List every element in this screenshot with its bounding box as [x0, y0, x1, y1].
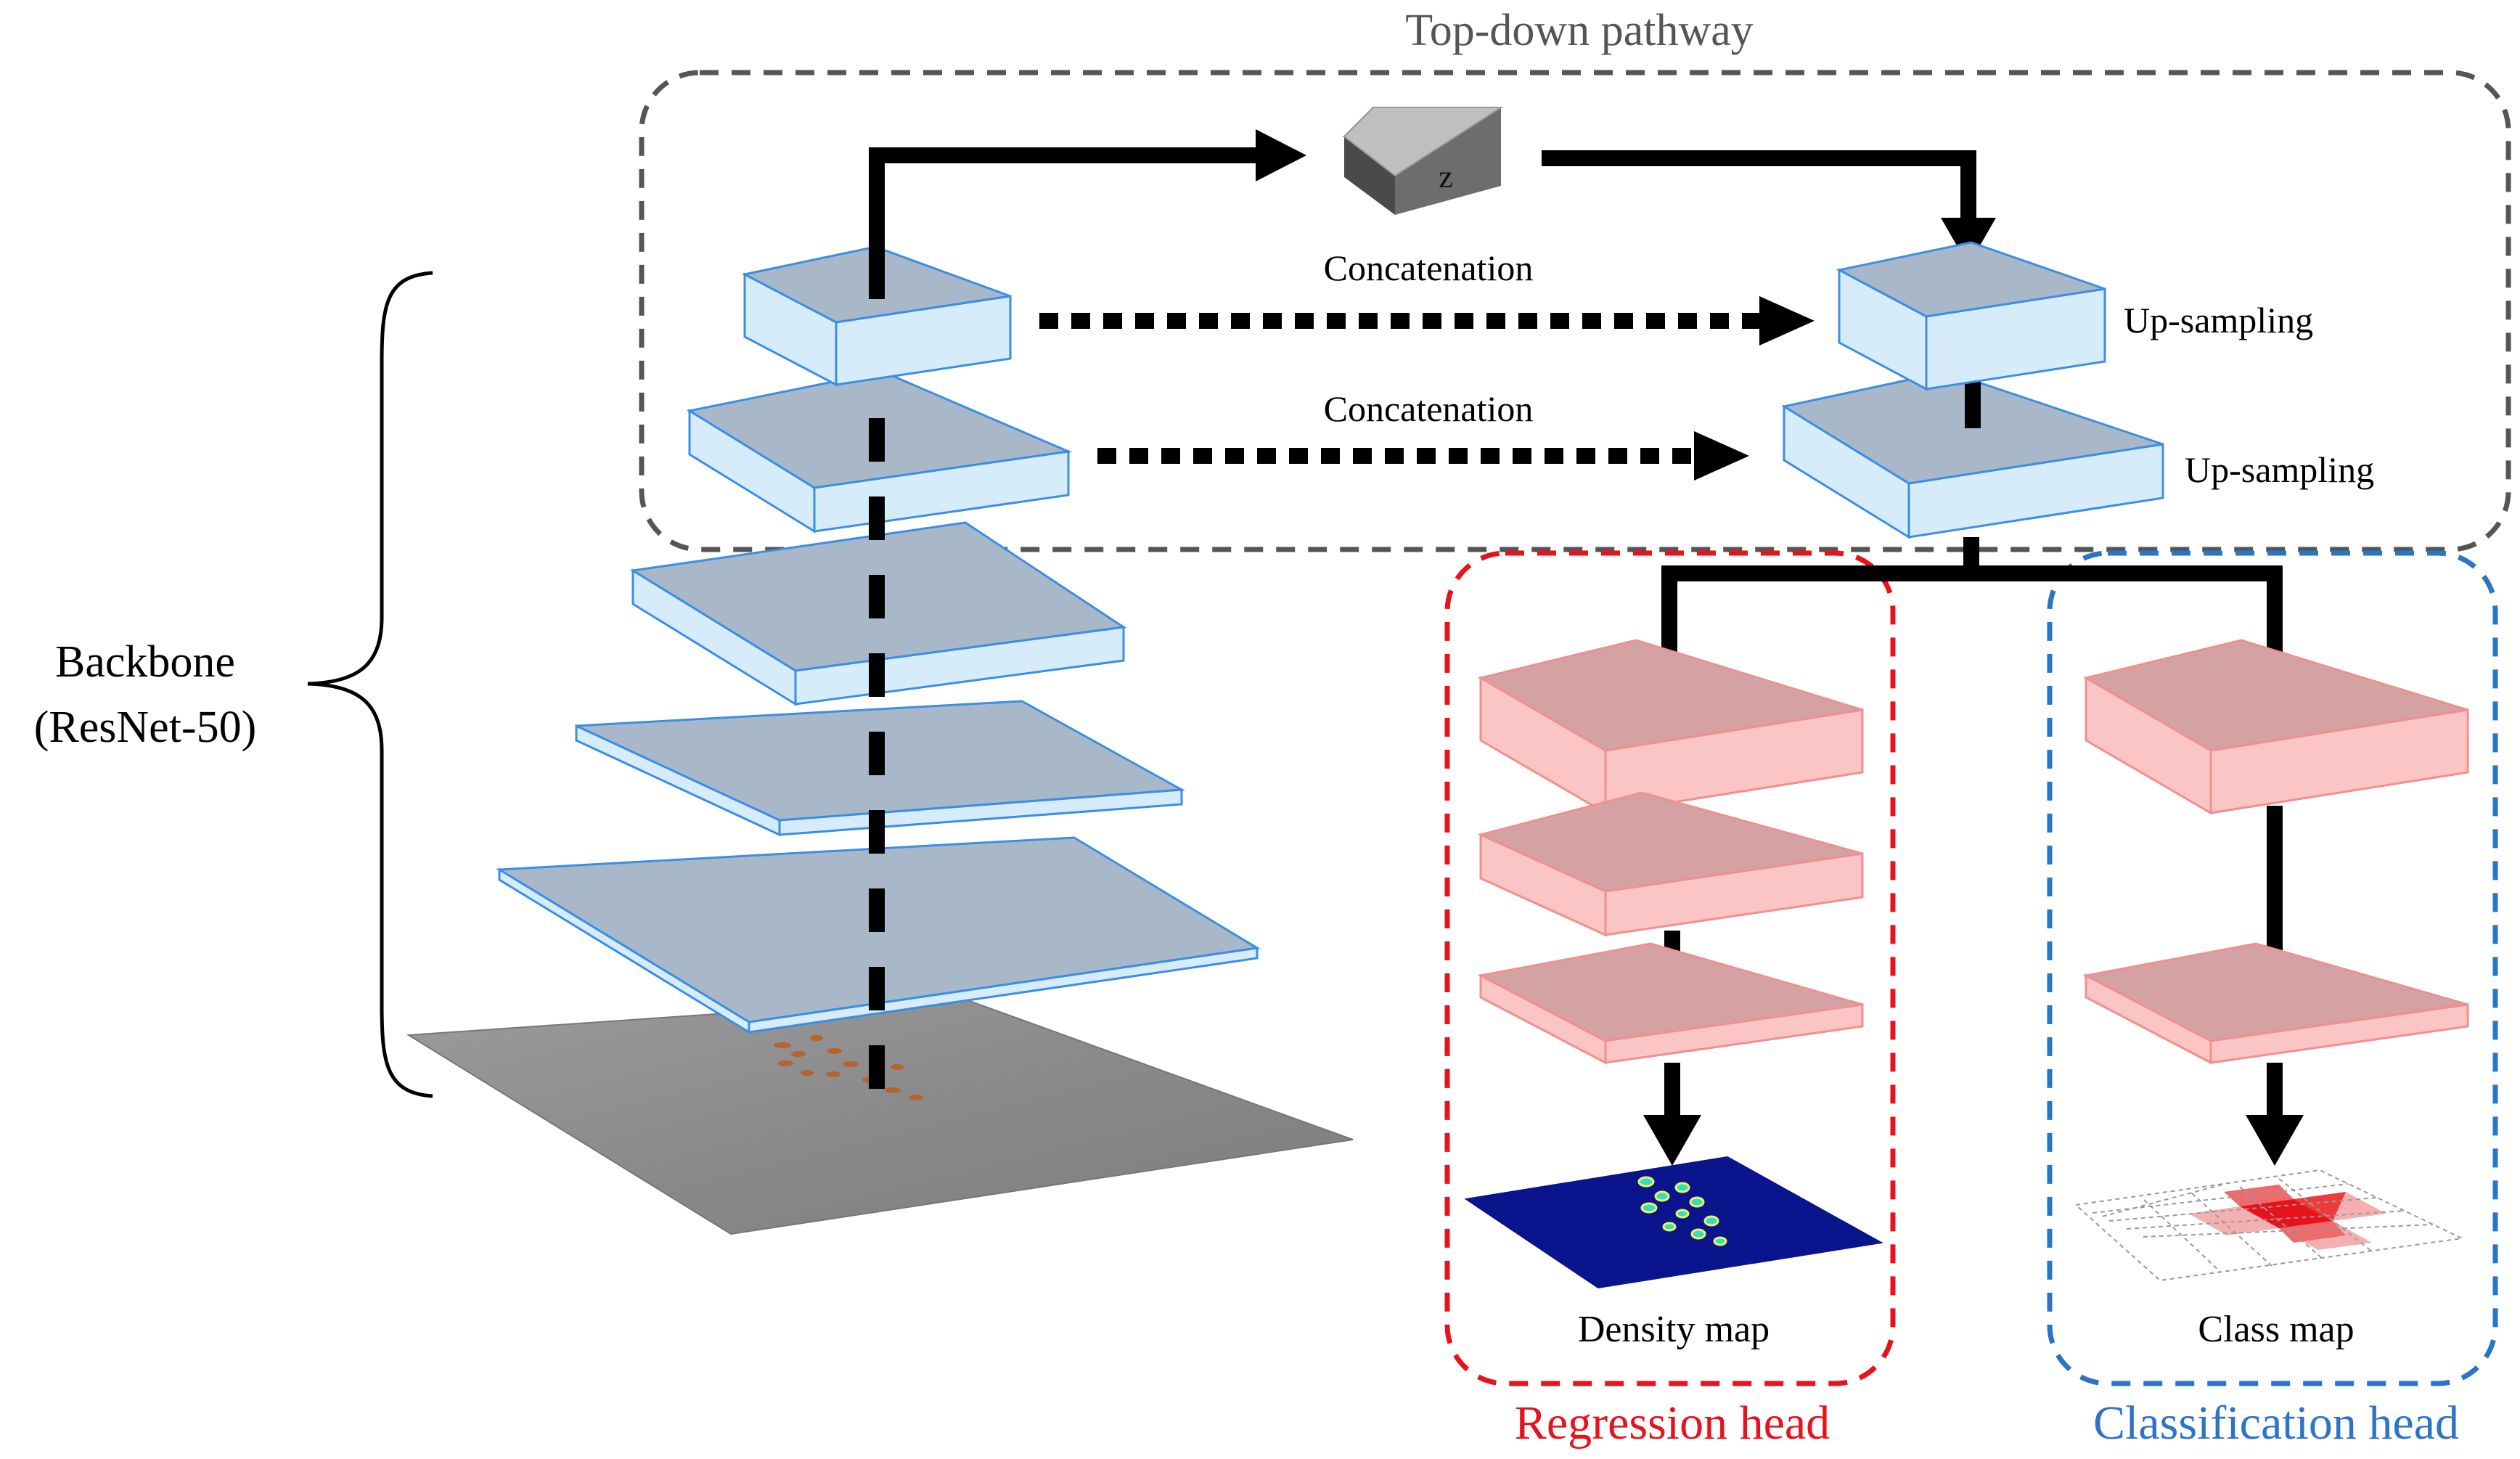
density-map-label: Density map	[1578, 1309, 1770, 1350]
upsampling-label-1: Up-sampling	[2124, 300, 2313, 340]
class-map-label: Class map	[2198, 1309, 2354, 1350]
classification-layer-1	[2083, 639, 2469, 815]
z-latent-cube	[1342, 107, 1504, 215]
top-down-pathway-label: Top-down pathway	[1405, 6, 1754, 55]
regression-layer-2	[1477, 791, 1864, 937]
concatenation-arrowhead-2	[1694, 431, 1749, 481]
branch-to-regression	[1661, 565, 2283, 704]
z-to-upsampling-arrowhead	[1941, 218, 1996, 266]
density-map-hotspots	[1637, 1176, 1727, 1246]
top-down-pathway-box	[639, 70, 2511, 552]
regression-layer-3	[1477, 942, 1864, 1065]
concatenation-label-2: Concatenation	[1324, 388, 1534, 429]
input-image	[406, 996, 1354, 1235]
backbone-to-z-arrow	[869, 147, 1256, 299]
classification-layer-2	[2082, 942, 2469, 1065]
classification-head-box	[2047, 550, 2498, 1386]
classification-head-label: Classification head	[2093, 1397, 2459, 1450]
class-map	[2074, 1169, 2465, 1282]
upsampling-layer-1	[1836, 241, 2106, 391]
concatenation-label-1: Concatenation	[1324, 248, 1534, 288]
upsampling-label-2: Up-sampling	[2185, 449, 2374, 490]
density-map	[1464, 1156, 1884, 1289]
regression-head-label: Regression head	[1515, 1397, 1830, 1450]
regression-arrowhead	[1643, 1115, 1701, 1166]
regression-layer-1	[1478, 639, 1864, 815]
classification-arrowhead	[2246, 1115, 2304, 1166]
regression-head-box	[1444, 550, 1896, 1386]
backbone-label: Backbone	[55, 637, 235, 687]
concatenation-arrowhead-1	[1759, 296, 1815, 346]
z-label: z	[1439, 159, 1453, 195]
backbone-brace	[307, 271, 433, 1098]
z-to-upsampling-arrow	[1542, 150, 1976, 225]
backbone-to-z-arrowhead	[1256, 129, 1306, 181]
backbone-model-label: (ResNet-50)	[34, 703, 256, 752]
